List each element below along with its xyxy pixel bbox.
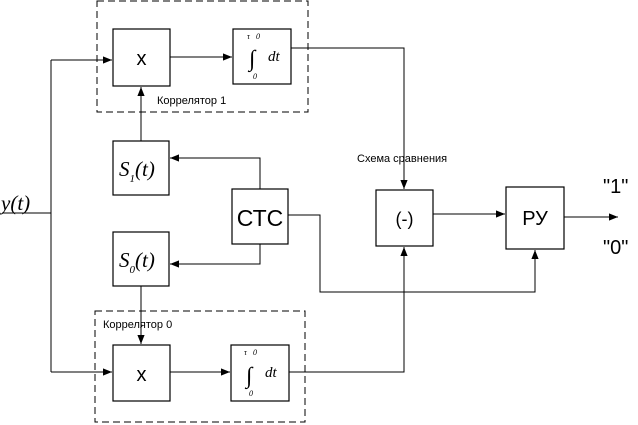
sync-block	[231, 188, 289, 245]
multiplier-0-symbol: x	[137, 364, 147, 386]
svg-text:0: 0	[256, 32, 260, 41]
correlator-0-frame	[94, 310, 306, 423]
correlator-1-label: Коррелятор 1	[157, 95, 226, 107]
output-zero-label: "0"	[603, 237, 628, 259]
input-bus	[2, 56, 112, 376]
decision-block-label: РУ	[522, 208, 548, 230]
svg-text:τ: τ	[244, 348, 248, 357]
integrator-0	[230, 344, 290, 402]
svg-text:dt: dt	[268, 49, 281, 65]
signal-s1-block	[112, 140, 170, 196]
comparator-block	[375, 189, 434, 247]
multiplier-1	[112, 28, 171, 87]
decision-block	[505, 186, 565, 250]
integrator-1-formula: τ 0 ∫ 0 dt	[247, 32, 281, 81]
comparator-title: Схема сравнения	[357, 153, 447, 165]
integrator-1	[232, 28, 292, 85]
integral-sign: ∫	[247, 46, 257, 73]
output-one-label: "1"	[603, 176, 628, 198]
svg-text:0: 0	[253, 72, 257, 81]
signal-s0-block	[112, 231, 170, 287]
multiplier-1-symbol: x	[137, 48, 147, 70]
multiplier-0	[112, 344, 171, 402]
svg-text:0: 0	[253, 348, 257, 357]
sync-block-label: СТС	[237, 205, 284, 231]
comparator-symbol: (-)	[396, 209, 414, 229]
integral-sign: ∫	[244, 363, 254, 390]
svg-text:dt: dt	[265, 365, 278, 381]
correlator-1-frame	[96, 0, 309, 113]
signal-s1-label: S1(t)	[119, 157, 155, 185]
input-label: y(t)	[0, 191, 30, 215]
signal-s0-label: S0(t)	[119, 248, 155, 276]
correlator-0-label: Коррелятор 0	[103, 319, 172, 331]
svg-text:0: 0	[249, 389, 253, 398]
integrator-0-formula: τ 0 ∫ 0 dt	[244, 348, 278, 398]
svg-text:τ: τ	[247, 32, 251, 41]
